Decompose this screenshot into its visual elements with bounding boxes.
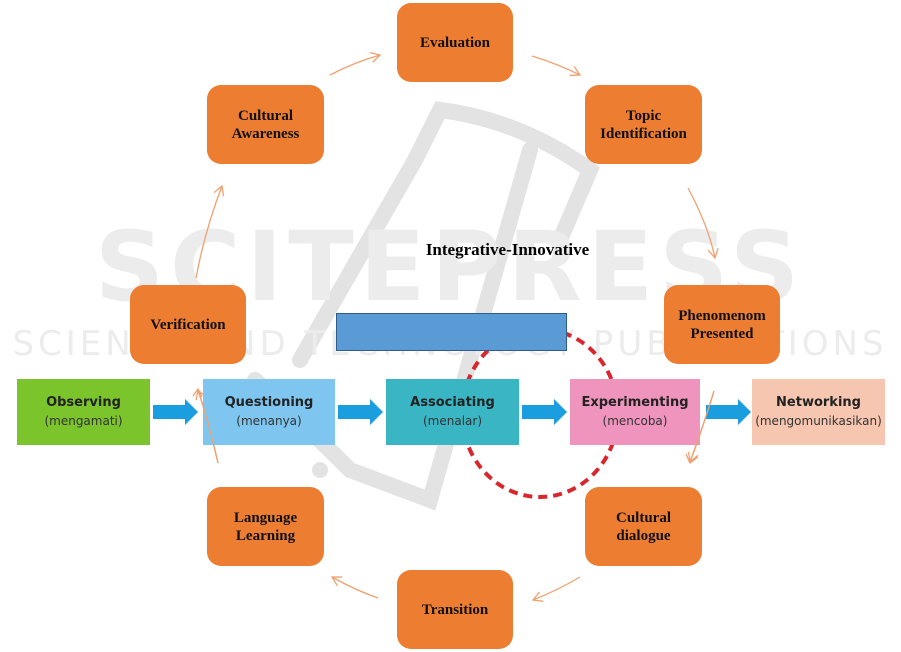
step-subtitle: (mencoba) — [602, 414, 668, 428]
arrowhead-overlay-right — [685, 453, 699, 465]
node-label: Cultural dialogue — [615, 509, 671, 544]
node-evaluation: Evaluation — [397, 3, 513, 82]
node-transition: Transition — [397, 570, 513, 649]
step-title: Questioning — [224, 395, 314, 410]
node-phenomenom-presented: Phenomenom Presented — [664, 285, 780, 364]
node-label: Language Learning — [233, 509, 298, 544]
step-questioning: Questioning (menanya) — [203, 379, 335, 445]
step-observing: Observing (mengamati) — [17, 379, 150, 445]
blue-bar — [336, 313, 567, 351]
node-label: Cultural Awareness — [231, 107, 300, 142]
node-verification: Verification — [130, 285, 246, 364]
node-topic-identification: Topic Identification — [585, 85, 702, 164]
diagram-title: Integrative-Innovative — [425, 240, 590, 259]
arrow-awareness-to-evaluation — [329, 51, 382, 76]
step-subtitle: (menalar) — [422, 414, 482, 428]
arrowhead-overlay-left — [192, 387, 203, 398]
step-networking: Networking (mengomunikasikan) — [752, 379, 885, 445]
node-cultural-awareness: Cultural Awareness — [207, 85, 324, 164]
step-arrow-1 — [153, 399, 198, 425]
step-subtitle: (mengomunikasikan) — [755, 414, 882, 428]
step-title: Networking — [776, 395, 861, 410]
node-label: Transition — [421, 601, 489, 618]
step-arrow-4 — [706, 399, 751, 425]
step-title: Associating — [410, 395, 495, 410]
step-experimenting: Experimenting (mencoba) — [570, 379, 700, 445]
step-subtitle: (menanya) — [236, 414, 302, 428]
node-label: Evaluation — [419, 34, 491, 51]
arrow-overlay-right — [689, 390, 715, 463]
arrow-dialogue-to-transition — [531, 576, 581, 602]
node-label: Phenomenom Presented — [678, 307, 766, 342]
node-language-learning: Language Learning — [207, 487, 324, 566]
arrow-overlay-left — [197, 389, 219, 464]
node-label: Verification — [150, 316, 226, 333]
step-title: Observing — [46, 395, 121, 410]
node-label: Topic Identification — [600, 107, 687, 142]
step-subtitle: (mengamati) — [44, 414, 123, 428]
arrow-topic-to-phenomenom — [687, 187, 719, 260]
arrow-verification-to-awareness — [195, 184, 225, 279]
step-arrow-2 — [338, 399, 383, 425]
arrow-transition-to-language — [330, 576, 379, 599]
node-cultural-dialogue: Cultural dialogue — [585, 487, 702, 566]
step-title: Experimenting — [581, 395, 689, 410]
arrow-evaluation-to-topic — [531, 55, 582, 77]
step-associating: Associating (menalar) — [386, 379, 519, 445]
step-arrow-3 — [522, 399, 567, 425]
